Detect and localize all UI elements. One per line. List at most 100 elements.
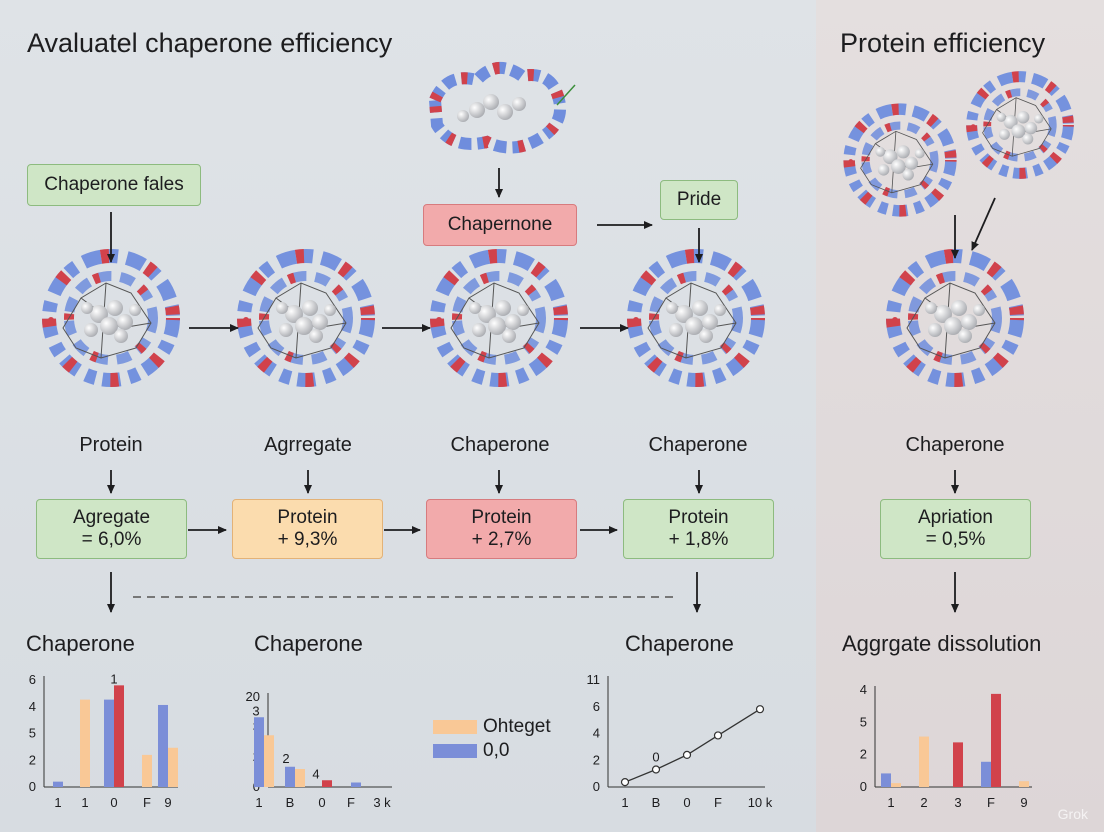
side-top-protein-icon-1 (848, 109, 951, 211)
chart-header-1: Chaperone (26, 631, 135, 656)
result-box-2-line2: + 9,3% (277, 529, 338, 550)
chart-1-xtick: 1 (81, 795, 88, 810)
chart-header-3: Chaperone (625, 631, 734, 656)
chart-3-point (755, 705, 765, 714)
result-box-4-line2: + 1,8% (668, 529, 729, 550)
chart-2-ytick: 20 (246, 689, 260, 704)
chart-4-bar (981, 761, 991, 787)
pride-label: Pride (676, 189, 722, 210)
result-box-5: Apriation = 0,5% (880, 499, 1031, 559)
side-title: Protein efficiency (840, 28, 1046, 58)
chart-2-bar (295, 769, 305, 787)
legend-item-2: 0,0 (433, 740, 509, 762)
chart-3-line (624, 708, 761, 783)
arrow-diag-side (971, 197, 996, 251)
chart-1-bar (53, 781, 63, 787)
side-panel (816, 0, 1104, 832)
chart-3-point (651, 765, 661, 774)
chart-2-xtick: B (286, 795, 295, 810)
chart-3-annotation: 0 (652, 749, 659, 764)
chart-1-ytick: 2 (29, 752, 36, 767)
legend-label-1: Ohteget (483, 716, 551, 737)
chart-1-xtick: 1 (54, 795, 61, 810)
chart-4: 0 2 5 4 1 2 3 F 9 (860, 682, 1032, 810)
chart-4-xtick: F (987, 795, 995, 810)
top-protein-structure-icon (435, 68, 575, 148)
chart-1-annotation: 1 (110, 671, 117, 686)
chart-3-ytick: 11 (587, 672, 601, 687)
chart-4-bar (881, 773, 891, 787)
chart-1-xtick: 0 (110, 795, 117, 810)
pride-box: Pride (660, 180, 738, 220)
chart-4-xtick: 2 (920, 795, 927, 810)
chart-4-xtick: 3 (954, 795, 961, 810)
result-box-3: Protein + 2,7% (426, 499, 577, 559)
chart-1-bar (142, 754, 152, 787)
chart-1-xtick: F (143, 795, 151, 810)
chart-3-ytick: 6 (593, 699, 600, 714)
chart-4-bar (991, 693, 1001, 787)
chart-4-bar (919, 736, 929, 787)
stage-label-protein: Protein (79, 434, 143, 456)
legend-swatch-2 (433, 744, 477, 758)
chart-2-xtick: 1 (255, 795, 262, 810)
chart-2-bar (322, 780, 332, 787)
stage-label-aggregate: Agrregate (264, 434, 352, 456)
result-box-4-line1: Protein (668, 507, 729, 528)
chart-1-bar (104, 699, 114, 787)
chart-2-bar (285, 766, 295, 787)
chart-2-xtick: F (347, 795, 355, 810)
result-box-1-line1: Agregate (72, 507, 151, 528)
main-panel (0, 0, 816, 832)
result-box-5-line1: Apriation (918, 507, 993, 528)
chapernone-label: Chapernone (447, 214, 553, 235)
chart-header-4: Aggrgate dissolution (842, 631, 1042, 656)
chart-3-point (682, 750, 692, 760)
chart-4-ytick: 5 (860, 714, 867, 729)
chart-4-xtick: 9 (1020, 795, 1027, 810)
watermark: Grok (1057, 806, 1088, 822)
chart-4-ytick: 0 (860, 779, 867, 794)
chart-2-bar (254, 717, 264, 787)
chart-2-xtick: 0 (318, 795, 325, 810)
result-box-3-line1: Protein (471, 507, 532, 528)
chart-2-annotation: 3 (252, 703, 259, 718)
chart-1-bar (114, 685, 124, 787)
chart-1-ytick: 5 (29, 726, 36, 741)
chaperone-structure-icon (436, 256, 561, 380)
chart-3-ytick: 0 (593, 779, 600, 794)
stage-label-chaperone-3: Chaperone (905, 434, 1005, 456)
chart-1-ytick: 4 (29, 699, 36, 714)
result-box-2: Protein + 9,3% (232, 499, 383, 559)
chapernone-box: Chapernone (423, 204, 577, 246)
chart-2-xtick: 3 k (373, 795, 391, 810)
chart-2-annotation: 2 (282, 751, 289, 766)
legend-label-2: 0,0 (483, 740, 510, 761)
chart-3-xtick: 0 (683, 795, 690, 810)
chart-2-annotation: 4 (312, 766, 319, 781)
chart-1-ytick: 0 (29, 779, 36, 794)
legend-item-1: Ohteget (433, 716, 551, 738)
result-box-2-line1: Protein (277, 507, 338, 528)
chaperone-fales-box: Chaperone fales (27, 164, 201, 206)
side-top-protein-icon-2 (971, 77, 1069, 174)
chart-3-point (713, 731, 723, 740)
chart-3-xtick: B (652, 795, 661, 810)
chart-1-ytick: 6 (29, 672, 36, 687)
chart-3-xtick: F (714, 795, 722, 810)
result-box-1: Agregate = 6,0% (36, 499, 187, 559)
chart-4-ytick: 2 (860, 747, 867, 762)
chart-1-xtick: 9 (164, 795, 171, 810)
chart-1-bar (158, 704, 168, 787)
chart-3-xtick: 1 (621, 795, 628, 810)
chart-3-xtick: 10 k (748, 795, 773, 810)
chart-4-ytick: 4 (860, 682, 867, 697)
chart-4-bar (953, 742, 963, 787)
chart-3-ytick: 2 (593, 752, 600, 767)
chart-4-xtick: 1 (887, 795, 894, 810)
chart-2-bar (264, 735, 274, 787)
